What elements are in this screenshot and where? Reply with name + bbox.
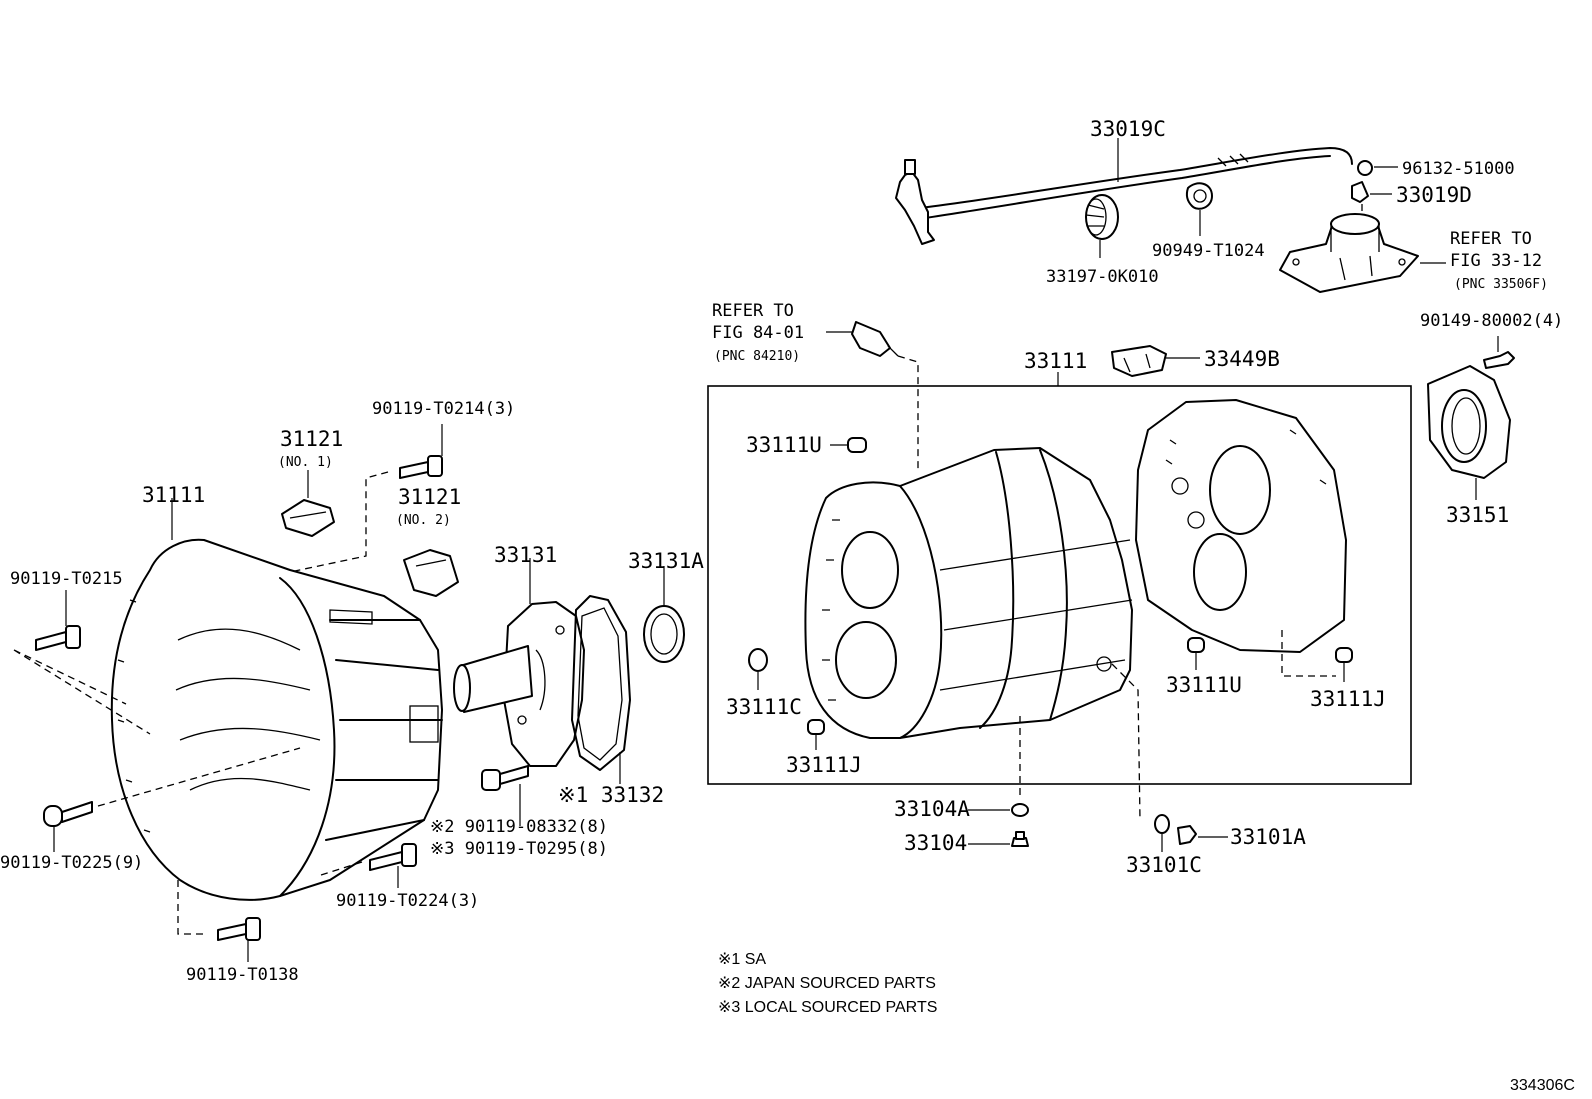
label-pnc-84210: (PNC 84210) [714,349,800,364]
rear-cover-33151 [1427,365,1511,479]
gasket-33101C [1154,814,1170,834]
label-90119-T0215: 90119-T0215 [10,569,123,589]
label-90149-80002: 90149-80002(4) [1420,311,1563,331]
speed-sensor [851,321,899,357]
gasket-33104A [1011,803,1029,817]
label-fig-84-01: FIG 84-01 [712,323,804,343]
label-33111J-right: 33111J [1310,687,1386,711]
label-33104: 33104 [904,831,967,855]
bolt-90149-80002 [1483,351,1515,369]
label-90949-T1024: 90949-T1024 [1152,241,1265,261]
label-33111J-left: 33111J [786,753,862,777]
label-90119-T0295: ※3 90119-T0295(8) [430,839,608,859]
bracket-33449B [1111,345,1167,377]
bell-housing-31111 [110,538,443,901]
clip-96132-51000 [1357,160,1373,176]
label-33111C: 33111C [726,695,802,719]
label-31111: 31111 [142,483,205,507]
label-90119-T0138: 90119-T0138 [186,965,299,985]
label-90119-08332: ※2 90119-08332(8) [430,817,608,837]
label-33111: 33111 [1024,349,1087,373]
bolt-90119-T0214 [399,455,443,479]
label-33131A: 33131A [628,549,704,573]
footnote-3: ※3 LOCAL SOURCED PARTS [718,999,937,1016]
tube-assembly-33019C [895,147,1353,245]
label-33101A: 33101A [1230,825,1306,849]
label-90119-T0225: 90119-T0225(9) [0,853,143,873]
clamp-90949-T1024 [1185,182,1213,210]
pin-33111J-right [1335,647,1353,663]
oil-seal-33131A [643,605,685,663]
plug-33101A [1177,825,1197,845]
label-31121-no1-sub: (NO. 1) [278,455,333,470]
footnote-1: ※1 SA [718,951,766,968]
label-90119-T0224: 90119-T0224(3) [336,891,479,911]
connector-33019D [1351,181,1369,203]
label-96132-51000: 96132-51000 [1402,159,1515,179]
label-31121-no2: 31121 [398,485,461,509]
label-33111U-right: 33111U [1166,673,1242,697]
figure-id: 334306C [1510,1077,1575,1094]
bolt-90119-T0225 [43,801,93,827]
pin-33111U-right [1187,637,1205,653]
pin-33111J-left [807,719,825,735]
bolt-90119-T0224 [369,843,417,871]
gasket-33132 [571,595,631,771]
grommet-33197-0K010 [1085,194,1119,240]
labels: 33019C 96132-51000 33019D REFER TO FIG 3… [0,117,1563,985]
label-90119-T0214: 90119-T0214(3) [372,399,515,419]
label-33111U-top: 33111U [746,433,822,457]
label-fig-33-12: FIG 33-12 [1450,251,1542,271]
label-33197-0K010: 33197-0K010 [1046,267,1159,287]
label-refer-to-84-01: REFER TO [712,301,794,321]
pin-33111C [748,648,768,672]
label-33131: 33131 [494,543,557,567]
footnotes: ※1 SA ※2 JAPAN SOURCED PARTS ※3 LOCAL SO… [718,951,937,1016]
label-33019C: 33019C [1090,117,1166,141]
bolt-90119-T0138 [217,917,261,941]
housing-assembly-box [707,385,1412,785]
bearing-retainer-33131 [453,601,585,767]
plug-33104 [1011,831,1029,847]
label-33104A: 33104A [894,797,970,821]
footnote-2: ※2 JAPAN SOURCED PARTS [718,975,936,992]
label-33132: ※1 33132 [558,783,664,807]
label-31121-no2-sub: (NO. 2) [396,513,451,528]
bolt-90119-T0215 [35,625,81,651]
release-cylinder-body [1279,213,1419,293]
cover-31121-no2 [403,549,459,597]
pin-33111U-top [847,437,867,453]
label-33101C: 33101C [1126,853,1202,877]
label-pnc-33506F: (PNC 33506F) [1454,277,1548,292]
bolt-90119-08332 [481,765,529,791]
label-33151: 33151 [1446,503,1509,527]
intermediate-plate [1135,399,1347,653]
cover-31121-no1 [281,499,335,537]
label-33019D: 33019D [1396,183,1472,207]
transmission-case-33111 [804,447,1133,739]
label-31121-no1: 31121 [280,427,343,451]
label-33449B: 33449B [1204,347,1280,371]
label-refer-to-33-12: REFER TO [1450,229,1532,249]
